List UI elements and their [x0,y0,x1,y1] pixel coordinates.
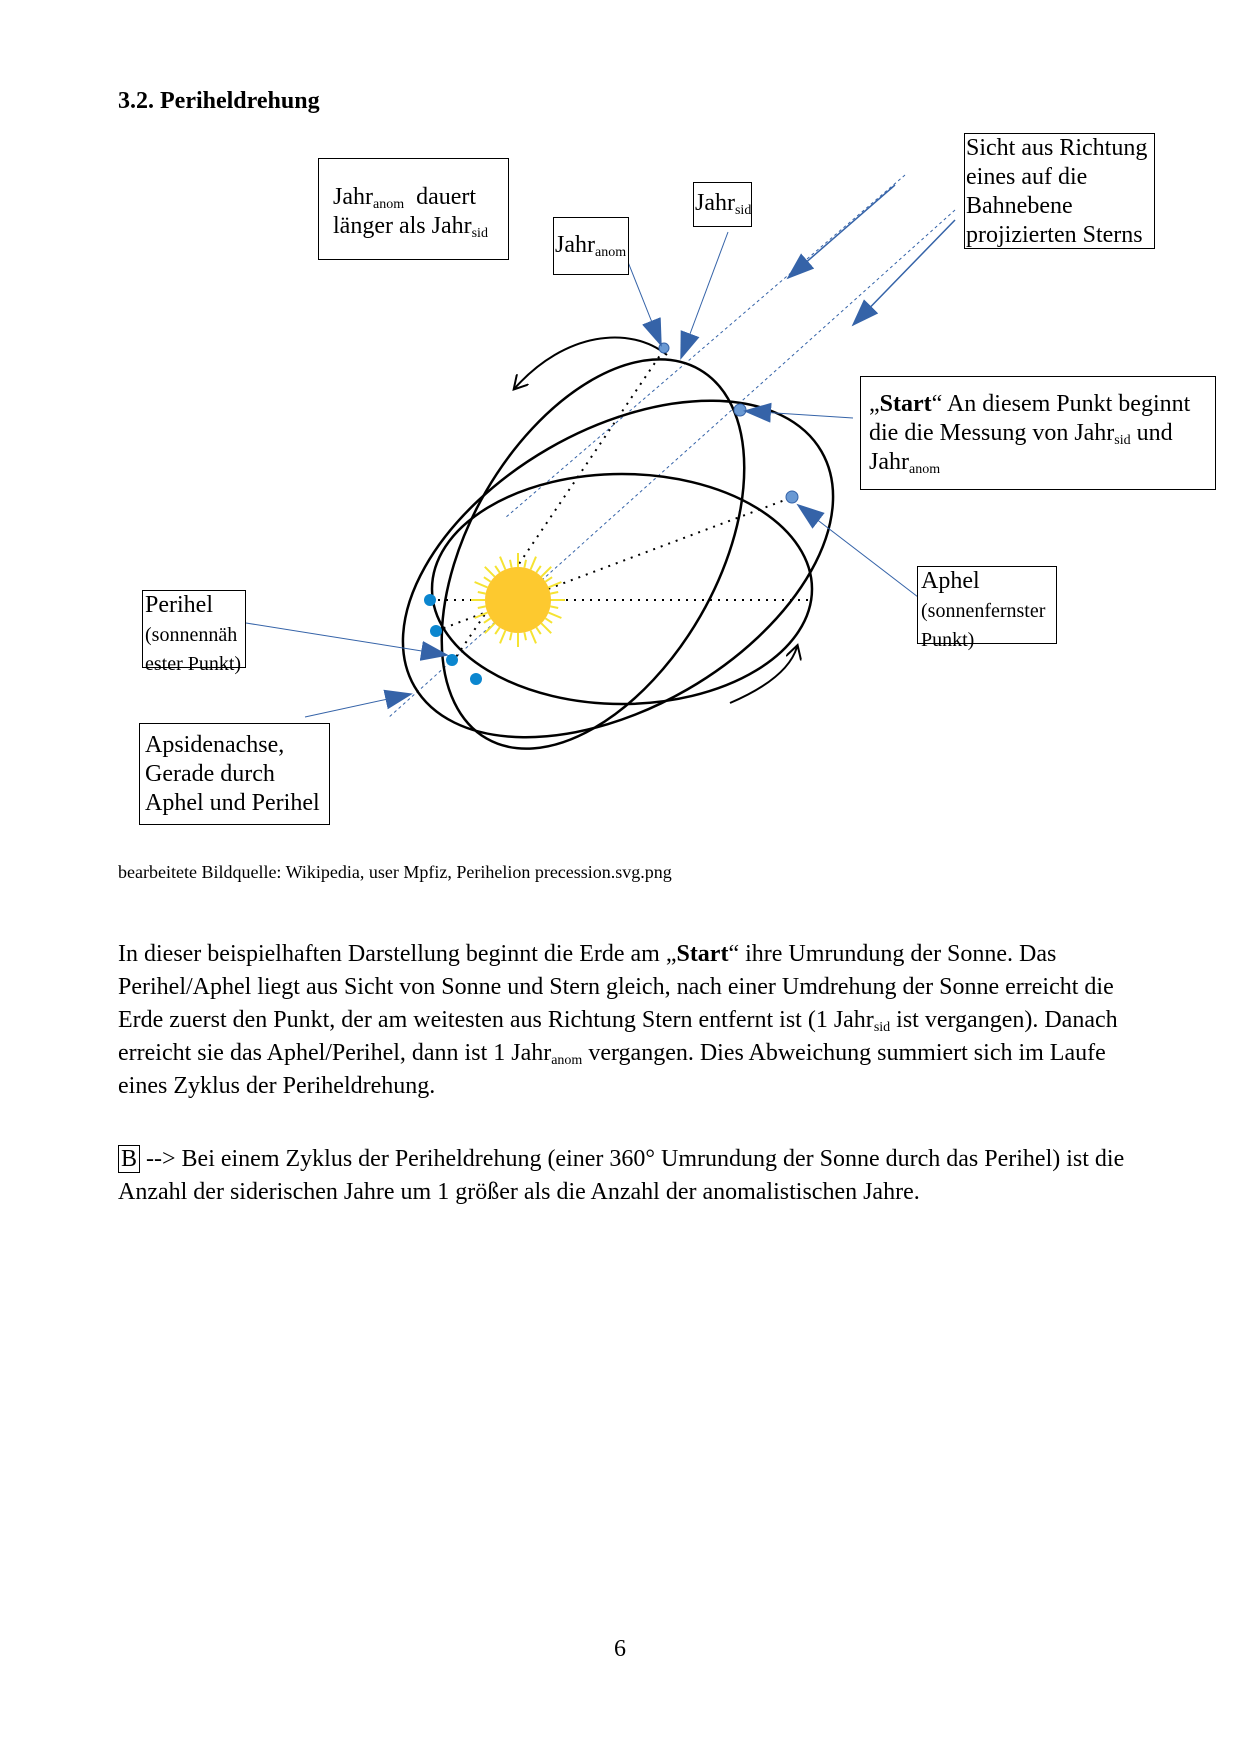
sun-ray [536,566,541,573]
sun [471,553,565,647]
paragraph-conclusion: B --> Bei einem Zyklus der Periheldrehun… [118,1143,1158,1209]
apsidal-line-3 [452,345,667,663]
sun-ray [524,632,526,640]
sun-ray [550,606,558,608]
sun-ray [484,577,491,582]
sun-ray [549,582,562,587]
sun-ray [495,566,500,573]
label-jahr-anom: Jahranom [553,217,629,275]
sun-ray [541,567,551,577]
label-start: „Start“ An diesem Punkt beginnt die die … [860,376,1216,490]
star-arrow-2 [853,220,955,325]
sun-ray [510,632,512,640]
sun-ray [478,606,486,608]
perihel-point-4 [470,673,482,685]
label-star-direction: Sicht aus Richtung eines auf die Bahnebe… [964,133,1155,249]
page-number: 6 [0,1636,1240,1663]
sun-ray [500,631,505,644]
orbit-1 [379,308,807,801]
label-jahr-sid: Jahrsid [693,182,752,227]
perihel-pointer [246,623,447,655]
start-point [734,404,746,416]
aphel-point [786,491,798,503]
sun-ray [531,557,536,570]
perihel-point-2 [430,625,442,637]
label-aphel: Aphel (sonnenfernster Punkt) [917,566,1057,644]
sun-ray [541,623,551,633]
rotation-arrow-bottom [730,647,797,703]
sun-ray [485,567,495,577]
sun-ray [524,560,526,568]
sun-ray [550,592,558,594]
label-apsidenachse: Apsidenachse, Gerade durch Aphel und Per… [139,723,330,825]
sun-ray [536,627,541,634]
apsidenachse-pointer [305,694,411,717]
sun-ray [549,613,562,618]
aphel-pointer [798,505,918,597]
answer-marker: B [118,1145,140,1173]
sun-ray [495,627,500,634]
sun-ray [475,582,488,587]
start-pointer [745,411,853,418]
sun-ray [485,623,495,633]
sun-ray [531,631,536,644]
sun-ray [478,592,486,594]
sun-ray [500,557,505,570]
label-jahr-anom-longer: Jahranom dauert länger als Jahrsid [318,158,509,260]
perihel-point-3 [446,654,458,666]
sun-ray [545,618,552,623]
sun-ray [545,577,552,582]
jahr-sid-pointer [681,232,728,358]
image-source-caption: bearbeitete Bildquelle: Wikipedia, user … [118,862,672,883]
sun-ray [510,560,512,568]
sun-ray [484,618,491,623]
star-arrow-1 [788,185,895,278]
jahr-anom-pointer [628,262,661,345]
label-perihel: Perihel (sonnennäh ester Punkt) [142,590,246,668]
paragraph-explanation: In dieser beispielhaften Darstellung beg… [118,938,1158,1103]
perihel-point-1 [424,594,436,606]
